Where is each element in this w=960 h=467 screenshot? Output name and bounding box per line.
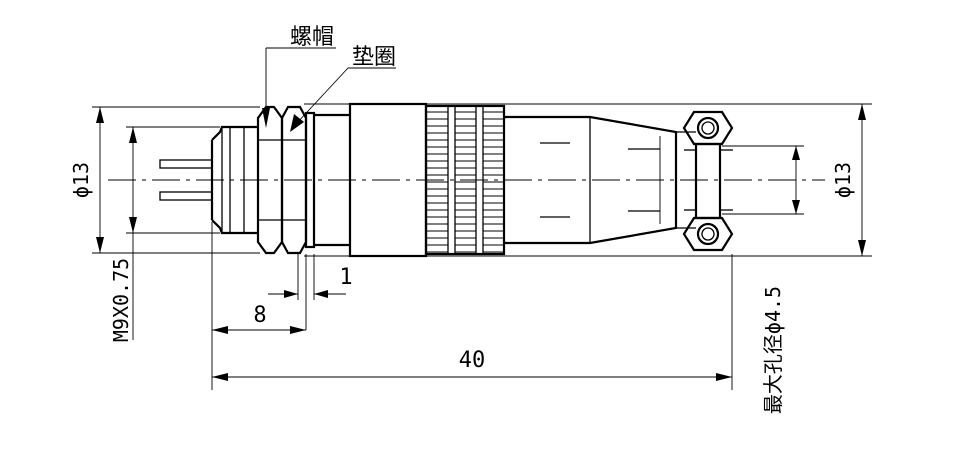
strain-relief [682,110,734,252]
cable-hole-dimension [722,145,804,215]
panel-dim-label: 8 [253,303,266,328]
cable-clamp [504,115,696,245]
right-diameter-label: ϕ13 [831,162,855,198]
left-diameter-dimension [92,106,260,254]
panel-dimension [211,222,346,390]
length-label: 40 [459,348,486,373]
left-diameter-label: ϕ13 [69,162,93,198]
max-hole-label: 最大孔径ϕ4.5 [761,286,785,414]
washer-label: 垫圈 [352,45,396,70]
nut-part [256,105,284,255]
washer-leader [290,67,396,132]
washer-part [280,105,308,255]
length-dimension [212,254,733,390]
socket-body [210,125,258,235]
washer-dim-label: 1 [339,265,352,290]
coupling-ring [424,104,506,256]
panel-stub [304,111,350,249]
thread-label: M9X0.75 [109,258,133,342]
nut-label: 螺帽 [290,25,334,50]
thread-dimension [126,126,220,340]
right-diameter-dimension [304,103,872,257]
nut-leader [262,47,336,128]
